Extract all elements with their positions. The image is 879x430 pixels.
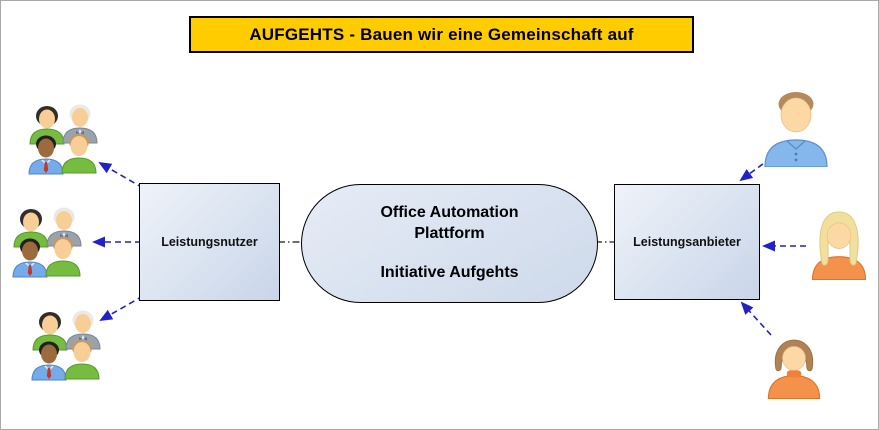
provider-woman-bob-icon — [762, 325, 826, 399]
provider-node[interactable]: Leistungsanbieter — [614, 184, 760, 300]
consumer-node[interactable]: Leistungsnutzer — [139, 183, 280, 301]
platform-line-3: Initiative Aufgehts — [380, 263, 519, 281]
platform-node[interactable]: Office Automation Plattform Initiative A… — [301, 184, 598, 303]
consumer-node-label: Leistungsnutzer — [161, 235, 258, 249]
arrow-consumer-to-group-bottom — [99, 295, 144, 321]
user-group-icon — [12, 204, 84, 278]
title-banner-text: AUFGEHTS - Bauen wir eine Gemeinschaft a… — [249, 24, 634, 44]
user-group-icon — [31, 307, 103, 381]
provider-man-blue-shirt-icon — [761, 87, 831, 167]
user-group-icon — [28, 101, 100, 175]
provider-node-label: Leistungsanbieter — [633, 235, 741, 249]
title-banner: AUFGEHTS - Bauen wir eine Gemeinschaft a… — [189, 16, 694, 53]
provider-woman-blonde-icon — [807, 206, 871, 280]
platform-line-2: Plattform — [414, 225, 485, 243]
platform-line-1: Office Automation — [380, 204, 519, 222]
arrow-consumer-to-group-top — [98, 161, 144, 189]
